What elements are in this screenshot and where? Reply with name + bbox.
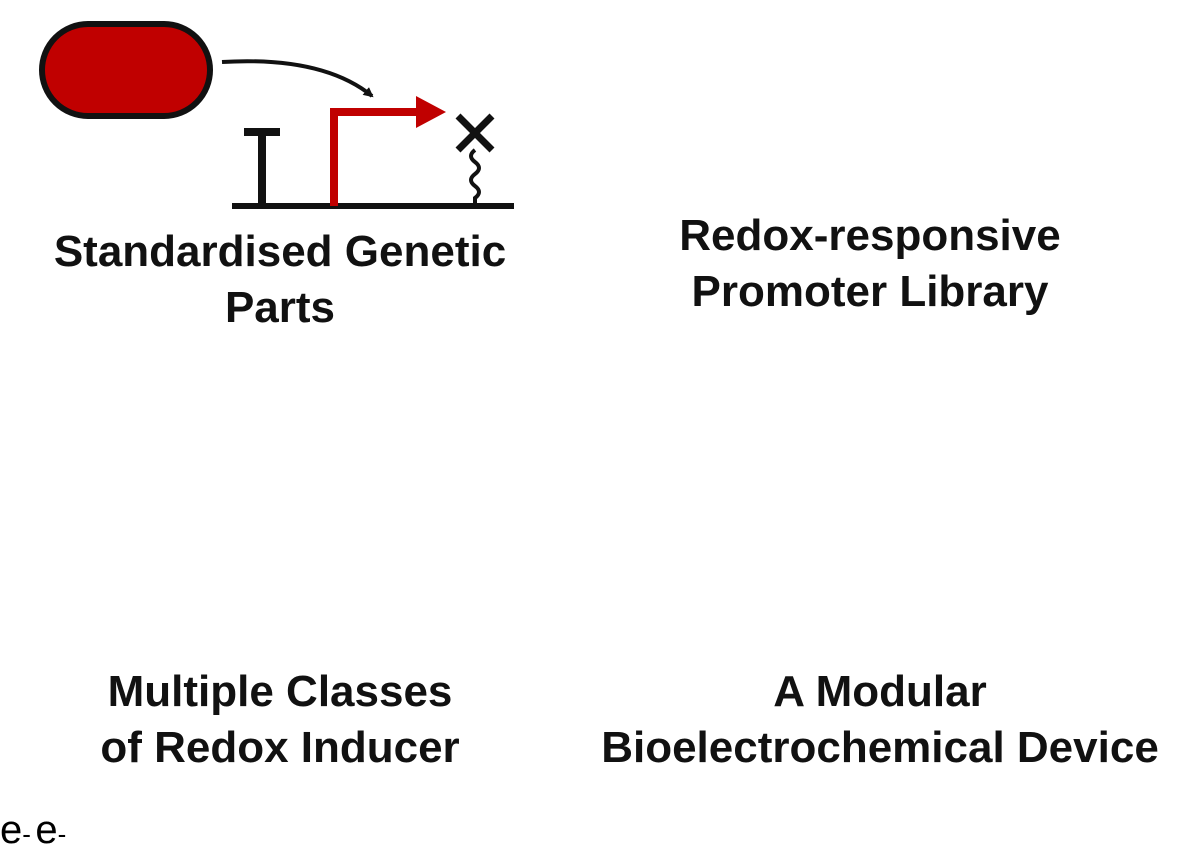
reduction-arrow: e- e- [0, 808, 66, 852]
genetic-parts-diagram [39, 21, 514, 209]
electron-label-bottom: e- [35, 808, 67, 852]
promoter-symbol [330, 96, 446, 206]
regulator-protein [39, 21, 213, 119]
caption-device-line1: A Modular [773, 667, 987, 716]
electron-in-curve: e- e- [0, 808, 66, 852]
caption-promoter-library: Redox-responsive Promoter Library [600, 208, 1140, 320]
figure-graphics [39, 21, 514, 209]
ribosome-binding-knockout [455, 113, 495, 206]
electron-label-top: e- [0, 808, 31, 852]
caption-promoter-library-line1: Redox-responsive [679, 211, 1061, 260]
caption-promoter-library-line2: Promoter Library [691, 267, 1049, 316]
activation-arrow [221, 59, 374, 98]
caption-redox-inducers: Multiple Classes of Redox Inducer [0, 664, 560, 776]
figure-canvas: e- e- Standardised Ge [0, 21, 1159, 852]
electron-out-curve: e- e- [0, 808, 66, 852]
oxidation-arrow: e- e- [0, 808, 66, 852]
terminator-symbol [244, 128, 280, 206]
caption-device-line2: Bioelectrochemical Device [601, 723, 1159, 772]
caption-genetic-parts-line1: Standardised Genetic [53, 227, 507, 276]
caption-redox-inducers-line2: of Redox Inducer [100, 723, 460, 772]
caption-genetic-parts: Standardised Genetic Parts [0, 224, 560, 336]
redox-arrows: e- e- [0, 808, 66, 852]
caption-device: A Modular Bioelectrochemical Device [560, 664, 1200, 776]
caption-redox-inducers-line1: Multiple Classes [107, 667, 453, 716]
expression-gradient-wedge: e- e- Standardised Ge [0, 211, 1159, 852]
caption-genetic-parts-line2: Parts [224, 283, 336, 332]
